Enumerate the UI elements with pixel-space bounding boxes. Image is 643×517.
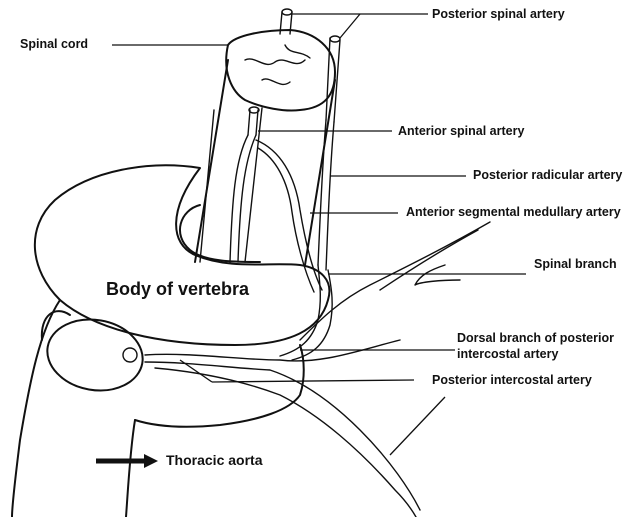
label-anterior-segmental-medullary-artery: Anterior segmental medullary artery xyxy=(406,205,621,219)
leader-lines xyxy=(112,13,526,456)
label-body-of-vertebra: Body of vertebra xyxy=(106,279,250,299)
label-anterior-spinal-artery: Anterior spinal artery xyxy=(398,124,525,138)
vertebral-body xyxy=(11,164,331,517)
aorta-arrow xyxy=(96,454,158,468)
label-spinal-cord: Spinal cord xyxy=(20,37,89,51)
label-dorsal-branch-line2: intercostal artery xyxy=(457,347,559,361)
anterior-spinal-artery xyxy=(229,106,323,293)
label-thoracic-aorta: Thoracic aorta xyxy=(166,452,263,468)
segmental-vessels xyxy=(279,221,491,361)
spinal-cord xyxy=(194,29,336,266)
label-posterior-radicular-artery: Posterior radicular artery xyxy=(473,168,623,182)
label-posterior-intercostal-artery: Posterior intercostal artery xyxy=(432,373,592,387)
label-spinal-branch: Spinal branch xyxy=(534,257,617,271)
intercostal-and-aorta xyxy=(40,310,421,517)
label-posterior-spinal-artery: Posterior spinal artery xyxy=(432,7,565,21)
posterior-spinal-arteries xyxy=(279,8,341,271)
label-dorsal-branch-line1: Dorsal branch of posterior xyxy=(457,331,614,345)
